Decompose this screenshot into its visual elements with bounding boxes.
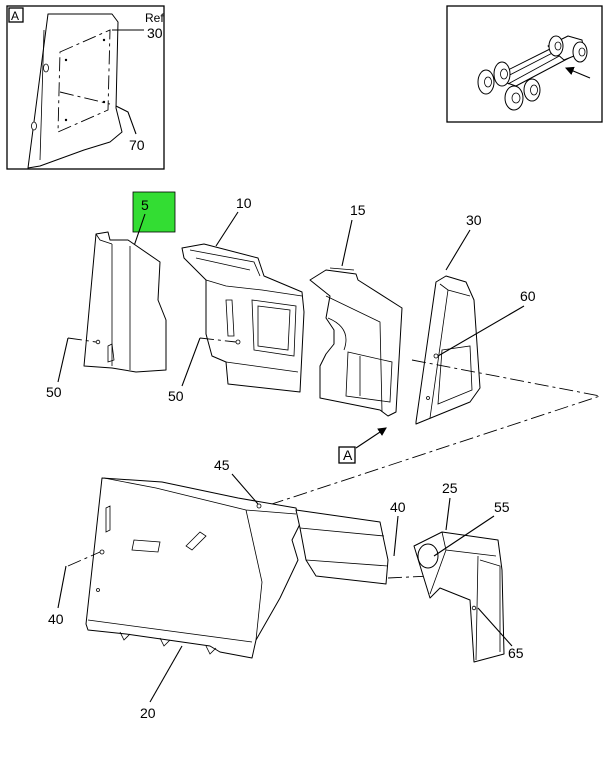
part-30: 30 60	[415, 212, 536, 425]
callout-65: 65	[508, 645, 524, 661]
view-arrow-icon	[355, 427, 387, 449]
chassis-locator	[446, 5, 603, 123]
insulator-panel-10	[181, 243, 305, 393]
view-leader-dashed	[265, 359, 602, 507]
callout-10: 10	[236, 195, 252, 211]
detail-letter: A	[11, 9, 19, 23]
detail-panel	[27, 13, 123, 169]
highlight-box	[132, 191, 176, 233]
part-20: 40 20 45	[48, 457, 301, 721]
callout-45: 45	[214, 457, 230, 473]
callout-50-left: 50	[46, 384, 62, 400]
callout-40-right: 40	[390, 499, 406, 515]
locator-arrow-icon	[564, 66, 591, 79]
detail-letter-box	[8, 7, 24, 23]
part-25: 25 55 65	[413, 480, 524, 663]
callout-15: 15	[350, 202, 366, 218]
insulator-panel-15	[309, 269, 403, 417]
callout-5: 5	[141, 197, 149, 213]
callout-55: 55	[494, 499, 510, 515]
detail-ref-label: Ref	[145, 11, 164, 25]
part-15: 15	[309, 202, 403, 417]
view-pointer-letter: A	[343, 447, 353, 463]
callout-40-left: 40	[48, 611, 64, 627]
view-pointer-a: A	[265, 359, 602, 507]
hole-55	[417, 543, 439, 569]
detail-callout-70: 70	[129, 137, 145, 153]
callout-30: 30	[466, 212, 482, 228]
callout-50-mid: 50	[168, 388, 184, 404]
insulator-panel-25	[413, 531, 505, 663]
callout-20: 20	[140, 705, 156, 721]
detail-insulator-outline	[57, 29, 111, 133]
insulator-panel-5	[83, 231, 167, 373]
view-pointer-box	[338, 446, 356, 464]
callout-25: 25	[442, 480, 458, 496]
detail-ref-number: 30	[147, 25, 163, 41]
part-10: 10 50	[168, 195, 305, 404]
insulator-tunnel-40	[295, 509, 389, 585]
detail-view-a: A Ref 30 70	[6, 5, 165, 170]
insulator-floor-20	[85, 477, 301, 659]
part-5: 5 50	[46, 191, 176, 400]
part-40-tunnel: 40	[295, 499, 431, 585]
callout-60: 60	[520, 288, 536, 304]
